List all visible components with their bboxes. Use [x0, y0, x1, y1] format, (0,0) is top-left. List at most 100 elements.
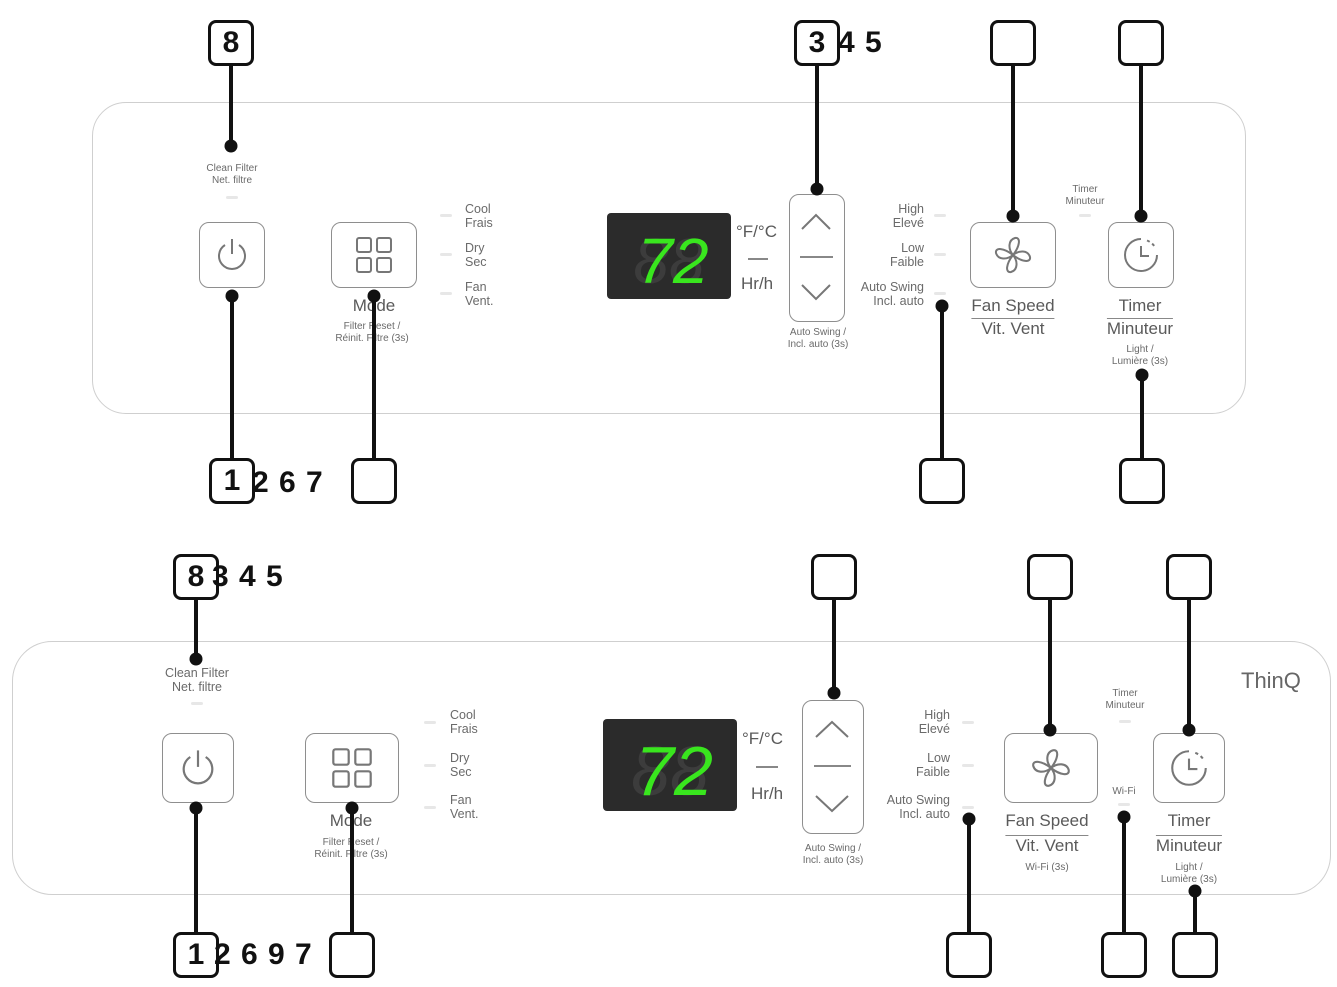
- timer-label: Timer Minuteur: [1106, 296, 1174, 338]
- fan-speed-button[interactable]: [970, 222, 1056, 288]
- updown-sub-label: Auto Swing /Incl. auto (3s): [787, 327, 849, 350]
- leader-line: [229, 64, 233, 146]
- up-arrow-icon: [801, 213, 831, 230]
- callout-empty: [811, 554, 857, 600]
- leader-dot: [225, 289, 239, 303]
- wifi-indicator-label: Wi-Fi: [1112, 786, 1136, 797]
- callout-empty: [1166, 554, 1212, 600]
- callout-clean-filter: 8: [173, 554, 219, 600]
- timer-indicator: [1079, 214, 1091, 217]
- leader-line: [1011, 64, 1015, 216]
- fan-icon: [994, 236, 1032, 274]
- leader-line: [815, 64, 819, 189]
- callout-power: 1: [209, 458, 255, 504]
- mode-dry-indicator: [440, 253, 452, 256]
- up-down-button[interactable]: [789, 194, 845, 322]
- callout-empty: [1172, 932, 1218, 978]
- leader-dot: [224, 139, 238, 153]
- unit-hours-label: Hr/h: [741, 274, 774, 293]
- timer-clock-icon: [1124, 238, 1158, 272]
- callout-power-extra: 2 6 7: [252, 466, 324, 499]
- leader-dot: [1135, 368, 1149, 382]
- thinq-brand: ThinQ: [1241, 668, 1301, 693]
- unit-temp-label: °F/°C: [736, 222, 777, 241]
- callout-updown-extra: 4 5: [838, 26, 883, 59]
- leader-line: [350, 808, 354, 932]
- leader-line: [372, 296, 376, 458]
- up-arrow-icon: [815, 720, 849, 738]
- leader-line: [1140, 375, 1144, 458]
- mode-dry-indicator: [424, 764, 436, 767]
- callout-empty: [1119, 458, 1165, 504]
- mode-button[interactable]: [331, 222, 417, 288]
- leader-dot: [810, 182, 824, 196]
- mode-grid-icon: [356, 237, 392, 273]
- updown-sub-label: Auto Swing /Incl. auto (3s): [802, 843, 864, 866]
- timer-sub-label: Light /Lumière (3s): [1111, 344, 1169, 367]
- callout-empty: [1101, 932, 1147, 978]
- leader-dot: [345, 801, 359, 815]
- unit-hours-label: Hr/h: [751, 784, 784, 803]
- svg-text:88: 88: [633, 225, 705, 297]
- leader-dot: [1117, 810, 1131, 824]
- mode-cool-indicator: [440, 214, 452, 217]
- leader-line: [1193, 891, 1197, 932]
- callout-empty: [990, 20, 1036, 66]
- up-down-button[interactable]: [802, 700, 864, 834]
- mode-grid-icon: [332, 748, 372, 788]
- leader-line: [1139, 64, 1143, 216]
- timer-clock-icon: [1171, 750, 1207, 786]
- down-arrow-icon: [815, 795, 849, 813]
- fan-speed-button[interactable]: [1004, 733, 1098, 803]
- mode-fan-indicator: [424, 806, 436, 809]
- leader-line: [967, 819, 971, 932]
- auto-swing-indicator: [962, 806, 974, 809]
- leader-dot: [1134, 209, 1148, 223]
- leader-line: [230, 296, 234, 458]
- leader-dot: [935, 299, 949, 313]
- clean-filter-indicator: [226, 196, 238, 199]
- mode-cool-indicator: [424, 721, 436, 724]
- timer-indicator: [1119, 720, 1131, 723]
- leader-dot: [189, 801, 203, 815]
- leader-dot: [1182, 723, 1196, 737]
- callout-empty: [1118, 20, 1164, 66]
- callout-empty: [1027, 554, 1073, 600]
- leader-dot: [827, 686, 841, 700]
- callout-empty: [351, 458, 397, 504]
- callout-empty: [919, 458, 965, 504]
- mode-button[interactable]: [305, 733, 399, 803]
- leader-dot: [367, 289, 381, 303]
- leader-dot: [1006, 209, 1020, 223]
- timer-button[interactable]: [1153, 733, 1225, 803]
- callout-clean-filter: 8: [208, 20, 254, 66]
- leader-dot: [1043, 723, 1057, 737]
- leader-dot: [189, 652, 203, 666]
- down-arrow-icon: [801, 284, 831, 301]
- leader-line: [1122, 817, 1126, 932]
- leader-line: [194, 808, 198, 932]
- callout-power-extra: 2 6 9 7: [214, 938, 313, 971]
- leader-line: [194, 598, 198, 659]
- display-value: 72: [637, 225, 708, 297]
- unit-temp-label: °F/°C: [742, 729, 783, 748]
- power-button[interactable]: [199, 222, 265, 288]
- unit-divider: [756, 766, 778, 768]
- power-button[interactable]: [162, 733, 234, 803]
- leader-dot: [1188, 884, 1202, 898]
- timer-button[interactable]: [1108, 222, 1174, 288]
